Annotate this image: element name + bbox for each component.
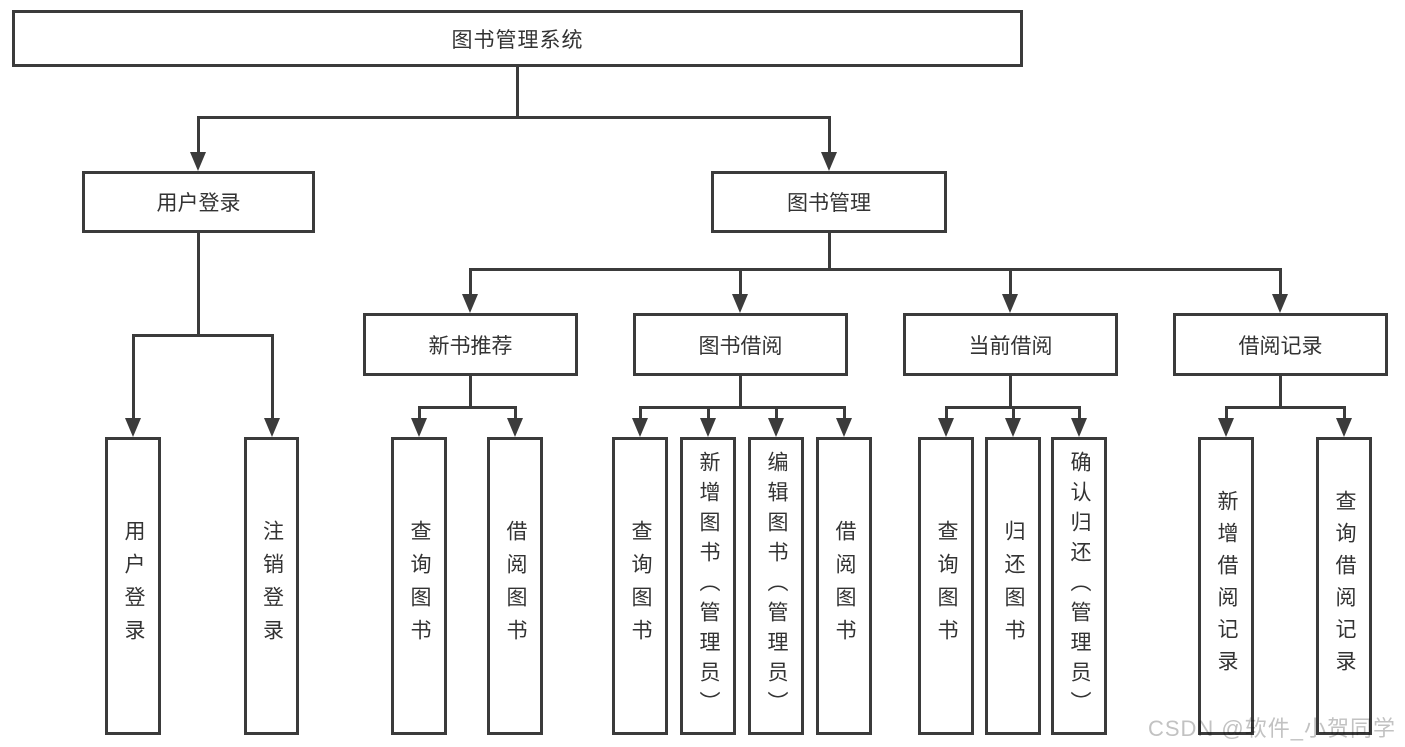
connector-line bbox=[1077, 407, 1081, 420]
node-confirm-return-admin: 确认归还（管理员） bbox=[1051, 437, 1107, 735]
arrowhead-icon bbox=[125, 418, 141, 437]
connector-line bbox=[1342, 407, 1346, 420]
connector-line bbox=[468, 267, 1282, 271]
connector-line bbox=[1224, 405, 1346, 409]
arrowhead-icon bbox=[264, 418, 280, 437]
connector-line bbox=[196, 117, 200, 154]
node-current-borrowing: 当前借阅 bbox=[903, 313, 1118, 376]
node-query-borrow-record: 查询借阅记录 bbox=[1316, 437, 1372, 735]
node-book-management-branch: 图书管理 bbox=[711, 171, 947, 233]
connector-line bbox=[738, 376, 742, 407]
connector-line bbox=[1278, 269, 1282, 296]
arrowhead-icon bbox=[507, 418, 523, 437]
arrowhead-icon bbox=[462, 294, 478, 313]
connector-line bbox=[1011, 407, 1015, 420]
arrowhead-icon bbox=[1272, 294, 1288, 313]
connector-line bbox=[827, 233, 831, 269]
connector-line bbox=[196, 115, 831, 119]
node-add-book-admin: 新增图书（管理员） bbox=[680, 437, 736, 735]
connector-line bbox=[1008, 269, 1012, 296]
connector-line bbox=[131, 333, 274, 337]
node-book-borrowing: 图书借阅 bbox=[633, 313, 848, 376]
connector-line bbox=[417, 405, 517, 409]
connector-line bbox=[706, 407, 710, 420]
node-query-books-recommend: 查询图书 bbox=[391, 437, 447, 735]
node-query-books-borrowing: 查询图书 bbox=[612, 437, 668, 735]
connector-line bbox=[196, 233, 200, 335]
node-borrowing-records: 借阅记录 bbox=[1173, 313, 1388, 376]
arrowhead-icon bbox=[1218, 418, 1234, 437]
arrowhead-icon bbox=[411, 418, 427, 437]
connector-line bbox=[827, 117, 831, 154]
connector-line bbox=[944, 407, 948, 420]
arrowhead-icon bbox=[836, 418, 852, 437]
node-user-login-branch: 用户登录 bbox=[82, 171, 315, 233]
connector-line bbox=[131, 335, 135, 420]
node-library-management-system: 图书管理系统 bbox=[12, 10, 1023, 67]
connector-line bbox=[638, 405, 846, 409]
connector-line bbox=[842, 407, 846, 420]
arrowhead-icon bbox=[732, 294, 748, 313]
connector-line bbox=[738, 269, 742, 296]
node-borrow-books-recommend: 借阅图书 bbox=[487, 437, 543, 735]
connector-line bbox=[1224, 407, 1228, 420]
arrowhead-icon bbox=[632, 418, 648, 437]
arrowhead-icon bbox=[821, 152, 837, 171]
connector-line bbox=[468, 376, 472, 407]
connector-line bbox=[638, 407, 642, 420]
connector-line bbox=[1278, 376, 1282, 407]
connector-line bbox=[774, 407, 778, 420]
connector-line bbox=[515, 67, 519, 117]
connector-line bbox=[270, 335, 274, 420]
arrowhead-icon bbox=[1336, 418, 1352, 437]
arrowhead-icon bbox=[700, 418, 716, 437]
node-borrow-books-borrowing: 借阅图书 bbox=[816, 437, 872, 735]
connector-line bbox=[513, 407, 517, 420]
watermark: CSDN @软件_小贺同学 bbox=[1147, 716, 1396, 741]
arrowhead-icon bbox=[190, 152, 206, 171]
connector-line bbox=[468, 269, 472, 296]
arrowhead-icon bbox=[1005, 418, 1021, 437]
node-logout-login: 注销登录 bbox=[244, 437, 299, 735]
arrowhead-icon bbox=[768, 418, 784, 437]
node-edit-book-admin: 编辑图书（管理员） bbox=[748, 437, 804, 735]
arrowhead-icon bbox=[1002, 294, 1018, 313]
node-return-books: 归还图书 bbox=[985, 437, 1041, 735]
node-query-books-current: 查询图书 bbox=[918, 437, 974, 735]
arrowhead-icon bbox=[1071, 418, 1087, 437]
node-new-book-recommendation: 新书推荐 bbox=[363, 313, 578, 376]
connector-line bbox=[417, 407, 421, 420]
arrowhead-icon bbox=[938, 418, 954, 437]
node-add-borrow-record: 新增借阅记录 bbox=[1198, 437, 1254, 735]
node-user-login: 用户登录 bbox=[105, 437, 161, 735]
connector-line bbox=[1008, 376, 1012, 407]
